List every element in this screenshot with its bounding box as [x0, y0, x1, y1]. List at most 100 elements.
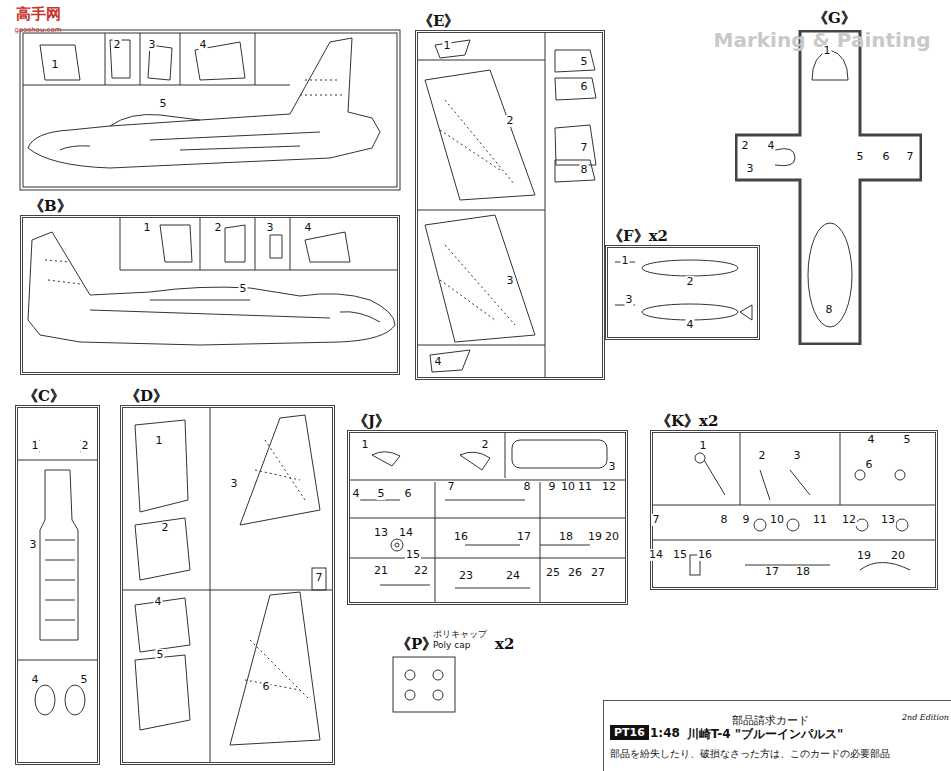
callout-number: 8: [580, 164, 589, 176]
callout-number: 22: [413, 565, 429, 577]
callout-number: 18: [795, 566, 811, 578]
callout-number: 5: [903, 434, 912, 446]
callout-number: 8: [825, 304, 834, 316]
watermark: gaoshou.com: [14, 26, 63, 34]
callout-number: 16: [453, 531, 469, 543]
callout-number: 4: [304, 222, 313, 234]
card-text: 部品を紛失したり、破損なさった方は、このカードの必要部品: [610, 747, 890, 761]
sprue-frame: 《C》: [15, 405, 100, 765]
callout-number: 3: [793, 450, 802, 462]
sprue-letter: 《P》: [396, 635, 437, 654]
callout-number: 2: [161, 522, 170, 534]
callout-number: 4: [199, 39, 208, 51]
callout-number: 7: [652, 514, 661, 526]
sprue-frame: 《B》: [20, 215, 400, 375]
sprue-letter: 《B》: [29, 197, 72, 216]
sprue-frame: 《D》: [120, 405, 335, 765]
callout-number: 1: [155, 435, 164, 447]
callout-number: 2: [758, 450, 767, 462]
callout-number: 20: [604, 531, 620, 543]
callout-number: 5: [80, 674, 89, 686]
callout-number: 3: [230, 478, 239, 490]
callout-number: 20: [890, 550, 906, 562]
callout-number: 6: [262, 681, 271, 693]
callout-number: 5: [159, 98, 168, 110]
callout-number: 9: [548, 481, 557, 493]
callout-number: 2: [686, 276, 695, 288]
callout-number: 15: [405, 549, 421, 561]
callout-number: 9: [742, 514, 751, 526]
sprue-frame: [20, 30, 400, 190]
card-text: 川崎T-4 "ブルーインパルス": [687, 726, 843, 743]
callout-number: 25: [545, 567, 561, 579]
sprue-outline: [735, 30, 922, 345]
callout-number: 1: [621, 255, 630, 267]
callout-number: 15: [672, 549, 688, 561]
card-text: 部品請求カード: [729, 713, 812, 728]
callout-number: 8: [720, 514, 729, 526]
callout-number: 23: [458, 570, 474, 582]
callout-number: 21: [373, 565, 389, 577]
callout-number: 14: [648, 549, 664, 561]
sprue-letter: 《K》x2: [656, 412, 718, 431]
fuselage-part: [28, 38, 380, 168]
callout-number: 6: [882, 151, 891, 163]
callout-number: 2: [113, 39, 122, 51]
callout-number: 3: [266, 222, 275, 234]
sprue-letter: 《C》: [23, 387, 65, 406]
sprue-frame: 《P》ポリキャップPoly capx2: [393, 657, 455, 712]
callout-number: 10: [769, 514, 785, 526]
card-text: PT16: [610, 725, 649, 740]
sprue-frame: 《G》: [735, 30, 922, 345]
callout-number: 3: [29, 539, 38, 551]
callout-number: 4: [867, 434, 876, 446]
small-part: [350, 433, 625, 602]
callout-number: 17: [764, 566, 780, 578]
callout-number: 11: [577, 481, 593, 493]
card-text: 1:48: [650, 726, 680, 740]
callout-number: 3: [608, 461, 617, 473]
callout-number: 6: [865, 459, 874, 471]
callout-number: 27: [590, 567, 606, 579]
callout-number: 1: [51, 59, 60, 71]
callout-number: 14: [398, 527, 414, 539]
callout-number: 1: [699, 440, 708, 452]
callout-number: 24: [505, 570, 521, 582]
callout-number: 1: [361, 439, 370, 451]
cockpit-part: [18, 440, 97, 715]
callout-number: 4: [352, 488, 361, 500]
sprue-letter: 《F》x2: [608, 227, 668, 246]
callout-number: 7: [315, 572, 324, 584]
sprue-letter: x2: [495, 635, 514, 653]
canopy-part: [775, 50, 852, 327]
callout-number: 19: [587, 531, 603, 543]
callout-number: 10: [560, 481, 576, 493]
callout-number: 1: [443, 40, 452, 52]
parts-request-card: 部品請求カードPT161:48川崎T-4 "ブルーインパルス"2nd Editi…: [603, 700, 951, 771]
callout-number: 2: [81, 440, 90, 452]
fuselage-part: [28, 218, 397, 345]
sprue-frame: 《J》: [347, 430, 628, 605]
card-text: ポリキャップ: [433, 628, 487, 641]
wing-part: [123, 408, 332, 762]
sprue-letter: 《E》: [418, 12, 459, 31]
callout-number: 2: [506, 115, 515, 127]
callout-number: 1: [823, 45, 832, 57]
callout-number: 7: [906, 151, 915, 163]
small-part: [653, 433, 935, 575]
callout-number: 4: [767, 140, 776, 152]
sprue-letter: 《D》: [125, 387, 168, 406]
callout-number: 5: [239, 283, 248, 295]
callout-number: 7: [447, 481, 456, 493]
sprue-letter: 《G》: [813, 9, 856, 28]
callout-number: 8: [523, 481, 532, 493]
callout-number: 26: [567, 567, 583, 579]
callout-number: 16: [697, 549, 713, 561]
callout-number: 6: [404, 488, 413, 500]
callout-number: 11: [812, 514, 828, 526]
callout-number: 12: [601, 481, 617, 493]
callout-number: 5: [580, 56, 589, 68]
callout-number: 3: [625, 294, 634, 306]
callout-number: 5: [156, 649, 165, 661]
